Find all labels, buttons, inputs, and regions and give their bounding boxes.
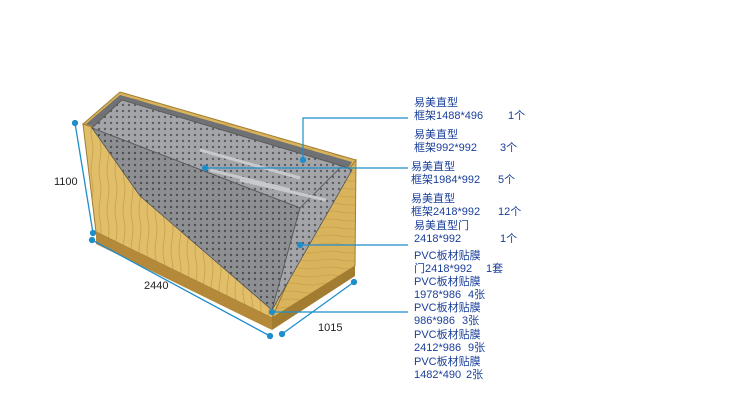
part-spec: 框架1488*496 [414, 110, 484, 122]
part-name: PVC板材贴膜 [414, 276, 481, 288]
part-spec: 框架992*992 [414, 142, 477, 154]
dimension-endpoint [89, 229, 97, 237]
part-name: PVC板材贴膜 [414, 329, 481, 341]
metal-frame-cutaway [86, 95, 353, 311]
part-quantity: 3张 [462, 315, 480, 327]
part-spec: 2412*986 [414, 342, 462, 354]
dimension-length-label: 2440 [144, 280, 169, 292]
part-spec: 1482*490 [414, 369, 462, 381]
part-name: PVC板材贴膜 [414, 250, 481, 262]
leader-dot [296, 241, 304, 249]
part-quantity: 1套 [486, 263, 504, 275]
part-quantity: 4张 [468, 289, 486, 301]
part-spec: 986*986 [414, 315, 455, 327]
part-quantity: 3个 [500, 142, 518, 154]
part-name: 易美直型 [411, 193, 455, 205]
part-spec: 1978*986 [414, 289, 462, 301]
dimension-endpoint [350, 278, 358, 286]
part-quantity: 9张 [468, 342, 486, 354]
leader-line-1 [302, 117, 408, 160]
perforated-side-panel [271, 165, 353, 311]
dimension-lines [71, 119, 358, 340]
frame-bar [239, 178, 327, 202]
leader-dot [268, 308, 276, 316]
crate-base-skid-right [272, 266, 355, 330]
dimension-endpoint [278, 330, 286, 338]
part-spec: 框架1984*992 [411, 174, 481, 186]
frame-bar [209, 168, 291, 192]
dimension-endpoint [71, 119, 79, 127]
part-name: 易美直型门 [414, 220, 469, 232]
part-quantity: 12个 [498, 206, 522, 218]
leader-dot [299, 156, 307, 164]
part-name: 易美直型 [411, 161, 455, 173]
leader-dot [201, 164, 209, 172]
part-quantity: 1个 [508, 110, 526, 122]
crate-base-skid [96, 232, 272, 330]
part-quantity: 1个 [500, 233, 518, 245]
part-name: PVC板材贴膜 [414, 302, 481, 314]
part-spec: 门2418*992 [414, 263, 473, 275]
part-name: 易美直型 [414, 129, 458, 141]
part-spec: 2418*992 [414, 233, 462, 245]
dimension-depth-label: 1015 [318, 322, 343, 334]
part-name: 易美直型 [414, 97, 458, 109]
part-quantity: 5个 [498, 174, 516, 186]
dimension-endpoint [88, 236, 96, 244]
dimension-height-label: 1100 [54, 176, 78, 188]
part-quantity: 2张 [466, 369, 484, 381]
part-name: PVC板材贴膜 [414, 356, 481, 368]
leader-lines [201, 117, 408, 316]
dimension-endpoint [266, 332, 274, 340]
frame-bar [199, 148, 301, 180]
part-spec: 框架2418*992 [411, 206, 481, 218]
